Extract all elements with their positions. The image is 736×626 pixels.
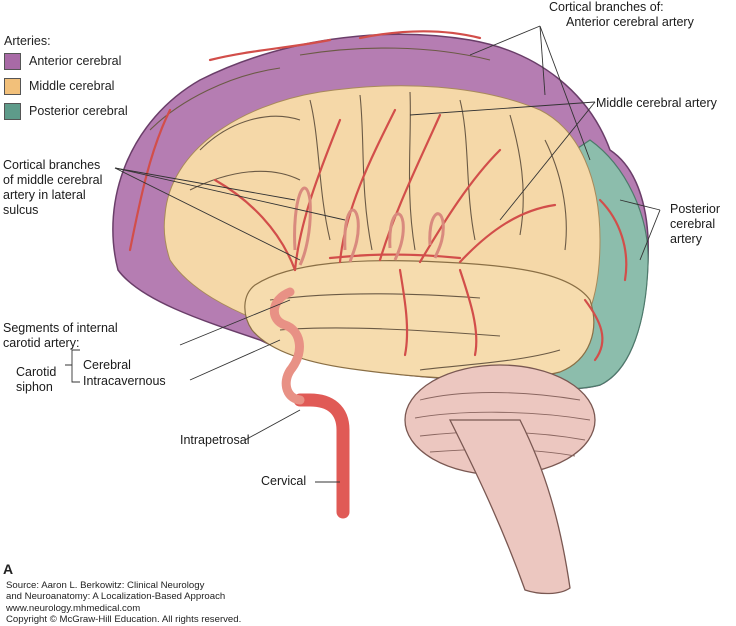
legend-label-posterior: Posterior cerebral: [29, 104, 128, 118]
label-cerebral: Cerebral: [83, 358, 131, 372]
legend-label-anterior: Anterior cerebral: [29, 54, 122, 68]
cerebellum-folia: [414, 392, 591, 457]
internal-carotid-artery: [293, 393, 350, 519]
brainstem: [448, 419, 571, 595]
source-line-3: www.neurology.mhmedical.com: [6, 602, 141, 614]
label-segments-internal-carotid: Segments of internal carotid artery:: [3, 321, 118, 350]
legend-title: Arteries:: [4, 34, 51, 48]
source-line-1: Source: Aaron L. Berkowitz: Clinical Neu…: [6, 580, 205, 591]
lateral-sulcus-loops: [293, 186, 445, 266]
figure-letter: A: [3, 561, 14, 577]
gyri-lines: [149, 47, 567, 371]
leader-lines: [65, 25, 661, 483]
label-cortical-branches-middle: Cortical branches of middle cerebral art…: [3, 158, 103, 217]
legend-swatch-middle: [4, 77, 21, 95]
legend-item-anterior: Anterior cerebral: [4, 52, 121, 70]
label-intrapetrosal: Intrapetrosal: [180, 433, 250, 447]
legend-swatch-anterior: [4, 52, 21, 70]
carotid-siphon: [269, 287, 305, 405]
legend-label-middle: Middle cerebral: [29, 79, 115, 93]
label-carotid-siphon: Carotid siphon: [16, 365, 57, 394]
label-anterior-cerebral-artery: Anterior cerebral artery: [566, 15, 694, 29]
source-citation: Source: Aaron L. Berkowitz: Clinical Neu…: [6, 580, 241, 626]
label-middle-cerebral-artery: Middle cerebral artery: [596, 96, 717, 110]
cortical-arteries: [128, 30, 628, 362]
label-intracavernous: Intracavernous: [83, 374, 166, 388]
legend-item-posterior: Posterior cerebral: [4, 102, 128, 120]
label-posterior-cerebral-artery: Posterior cerebral artery: [670, 202, 721, 246]
source-line-2: and Neuroanatomy: A Localization-Based A…: [6, 591, 226, 603]
label-cervical: Cervical: [261, 474, 307, 488]
source-line-4: Copyright © McGraw-Hill Education. All r…: [6, 614, 242, 626]
legend-item-middle: Middle cerebral: [4, 77, 114, 95]
legend-swatch-posterior: [4, 102, 21, 120]
label-cortical-branches-of: Cortical branches of:: [549, 0, 664, 14]
